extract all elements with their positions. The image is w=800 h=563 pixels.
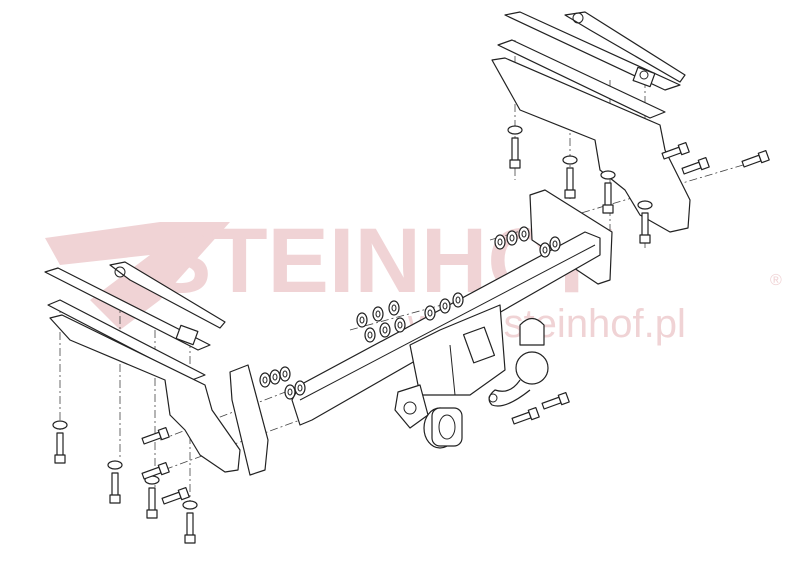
washer xyxy=(562,155,578,165)
washer xyxy=(394,317,406,333)
washer xyxy=(518,226,530,242)
bolt-shank xyxy=(681,161,702,175)
washer-hole xyxy=(297,384,303,392)
washer-hole xyxy=(282,370,288,378)
washer-hole xyxy=(375,310,381,318)
bolt-head xyxy=(697,156,710,171)
watermark-registered: ® xyxy=(770,272,782,289)
washer xyxy=(284,384,296,400)
towball xyxy=(488,317,549,407)
bolt-head xyxy=(184,534,196,544)
washer xyxy=(507,125,523,135)
washer-hole xyxy=(397,321,403,329)
bolt-shank xyxy=(161,491,182,505)
bolt-shank xyxy=(641,212,649,238)
washer xyxy=(364,327,376,343)
bolt-shank xyxy=(604,182,612,208)
electrical-socket xyxy=(394,384,463,449)
bolt-head xyxy=(639,234,651,244)
washer xyxy=(494,234,506,250)
bolt-shank xyxy=(148,487,156,513)
washer-hole xyxy=(382,326,388,334)
washer xyxy=(107,460,123,470)
washer xyxy=(388,300,400,316)
washer-hole xyxy=(391,304,397,312)
bolt-head xyxy=(157,426,170,441)
bolt-shank xyxy=(186,512,194,538)
washer-hole xyxy=(442,302,448,310)
washer-hole xyxy=(497,238,503,246)
washer xyxy=(52,420,68,430)
washer xyxy=(356,312,368,328)
washer xyxy=(424,305,436,321)
washer xyxy=(259,372,271,388)
washer xyxy=(600,170,616,180)
bolt-head xyxy=(557,391,570,406)
washer xyxy=(372,306,384,322)
washer xyxy=(637,200,653,210)
bolt-shank xyxy=(511,137,519,163)
fasteners xyxy=(52,125,770,544)
bolt-head xyxy=(109,494,121,504)
washer xyxy=(379,322,391,338)
main-crossbeam xyxy=(291,231,601,426)
washer xyxy=(294,380,306,396)
bolt-head xyxy=(177,486,190,501)
right-mounting-bracket xyxy=(491,11,691,233)
washer xyxy=(539,242,551,258)
washer xyxy=(506,230,518,246)
bolt-shank xyxy=(511,411,532,425)
bolt-head xyxy=(146,509,158,519)
bolt-head xyxy=(564,189,576,199)
bolt-head xyxy=(757,149,770,164)
bolt-shank xyxy=(56,432,64,458)
washer-hole xyxy=(262,376,268,384)
bolt-shank xyxy=(741,154,762,168)
washer-hole xyxy=(521,230,527,238)
bolt-head xyxy=(54,454,66,464)
washer-hole xyxy=(359,316,365,324)
bolt-head xyxy=(602,204,614,214)
washer xyxy=(439,298,451,314)
washer xyxy=(452,292,464,308)
washer xyxy=(269,369,281,385)
bolt-head xyxy=(677,141,690,156)
bolt-shank xyxy=(111,472,119,498)
left-mounting-bracket xyxy=(44,261,241,473)
washer-hole xyxy=(552,240,558,248)
bolt-shank xyxy=(566,167,574,193)
washer xyxy=(182,500,198,510)
washer-hole xyxy=(367,331,373,339)
washer-hole xyxy=(509,234,515,242)
washer-hole xyxy=(455,296,461,304)
washer-hole xyxy=(427,309,433,317)
bolt-shank xyxy=(141,431,162,445)
bolt-head xyxy=(509,159,521,169)
bolt-head xyxy=(157,461,170,476)
washer-hole xyxy=(272,373,278,381)
washer-hole xyxy=(542,246,548,254)
washer xyxy=(549,236,561,252)
bolt-head xyxy=(527,406,540,421)
washer-hole xyxy=(287,388,293,396)
left-side-plate xyxy=(229,364,269,476)
washer xyxy=(279,366,291,382)
bolt-shank xyxy=(541,396,562,410)
